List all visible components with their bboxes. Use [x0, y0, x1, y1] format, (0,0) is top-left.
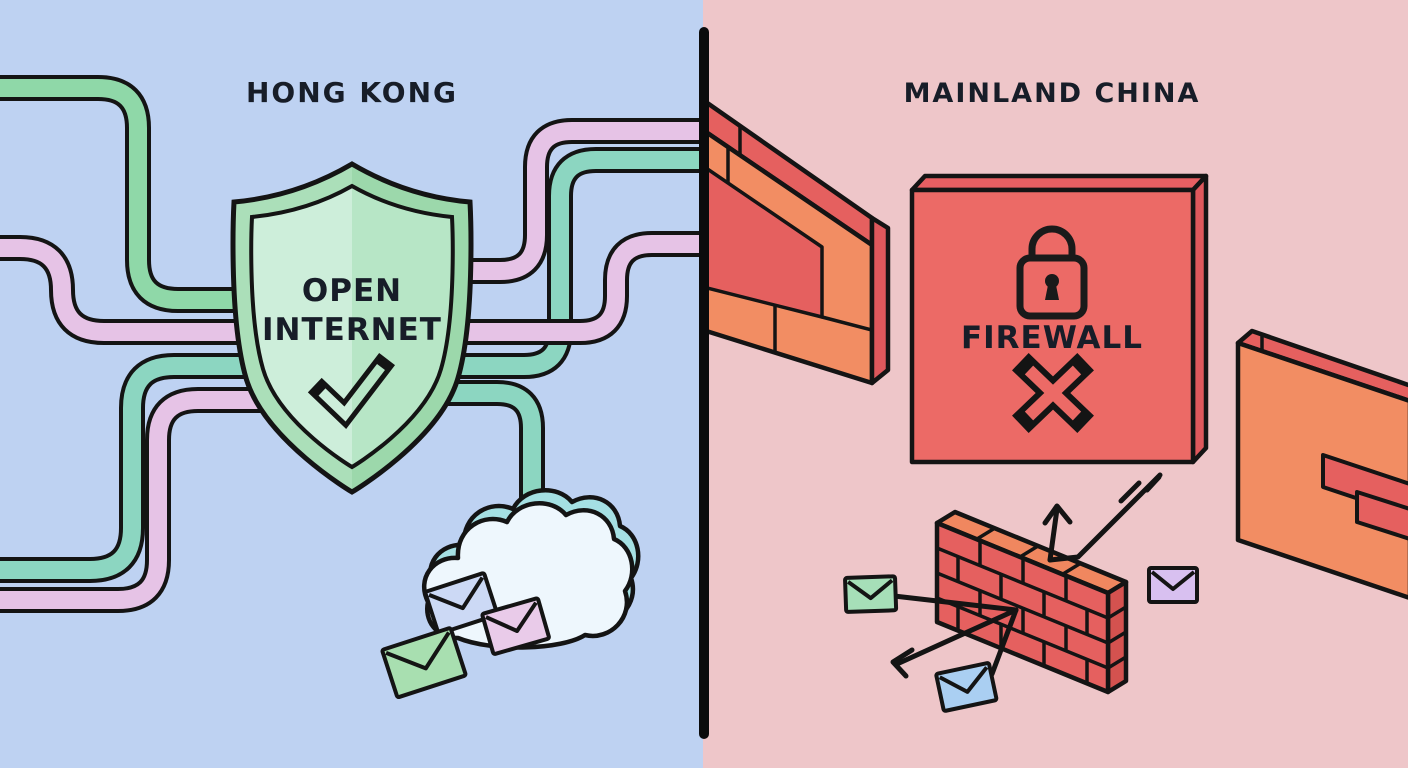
arrow-blocked-from-blue-envelope — [989, 607, 1019, 677]
deflected-arrows — [890, 472, 1163, 679]
brick-wall-right-icon — [1235, 328, 1408, 600]
envelope-icon-pink — [480, 596, 551, 656]
envelope-icon-green — [380, 626, 468, 700]
envelopes-right — [843, 566, 1199, 713]
network-pipe-pink-lower-left — [0, 387, 360, 613]
network-pipe-pink-upper-right — [345, 118, 706, 284]
checkmark-icon — [307, 352, 396, 429]
network-pipes — [0, 75, 706, 613]
arrow-deflected-down-left — [890, 607, 1019, 679]
network-pipe-teal-to-cloud — [345, 380, 545, 520]
envelope-icon-green-right — [843, 574, 899, 614]
open-internet-line2: INTERNET — [262, 312, 442, 348]
open-internet-label: OPEN INTERNET — [222, 272, 482, 350]
divider-line — [699, 27, 709, 739]
envelope-icon-purple — [1147, 566, 1199, 604]
brick-wall-left-icon — [700, 97, 891, 386]
envelope-icon-blue — [423, 571, 500, 636]
blocked-cross-icon — [1012, 353, 1094, 433]
shield-icon — [230, 161, 474, 495]
mainland-china-title: MAINLAND CHINA — [903, 78, 1201, 109]
firewall-label: FIREWALL — [960, 320, 1144, 356]
envelopes-left — [380, 571, 551, 700]
network-pipe-pink-band — [0, 231, 706, 345]
lock-icon — [1016, 225, 1088, 320]
arrow-deflected-up — [1042, 503, 1073, 563]
brick-wall-bottom-icon — [934, 509, 1129, 695]
firewall-block — [909, 173, 1209, 465]
arrow-incoming-diagonal — [1047, 472, 1163, 563]
envelope-icon-lightblue — [934, 661, 999, 713]
arrow-blocked-horizontal — [891, 593, 1019, 613]
network-pipe-green — [0, 75, 360, 313]
hong-kong-title: HONG KONG — [245, 76, 459, 109]
open-internet-line1: OPEN — [301, 273, 403, 309]
